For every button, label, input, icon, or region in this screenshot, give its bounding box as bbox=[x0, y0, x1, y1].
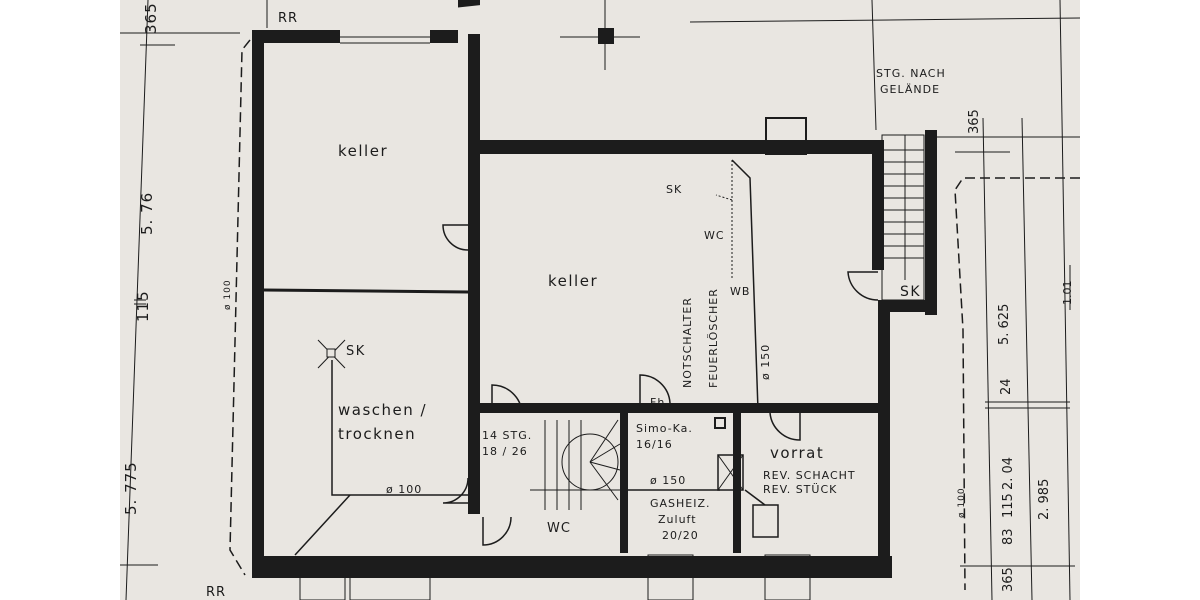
floor-plan-sheet: keller keller waschen / trocknen vorrat … bbox=[120, 0, 1080, 600]
floor-plan-drawing bbox=[120, 0, 1080, 600]
pipe-150-gas-label: ø 150 bbox=[650, 474, 687, 487]
dim-right-24: 24 bbox=[999, 378, 1014, 395]
room-label-vorrat: vorrat bbox=[770, 444, 825, 462]
room-label-waschen-line1: waschen / bbox=[338, 401, 428, 419]
dim-right-5625: 5. 625 bbox=[997, 303, 1012, 345]
dim-right-83: 83 bbox=[1001, 528, 1016, 545]
wc-fixture-label: WC bbox=[704, 229, 725, 242]
room-label-wc: WC bbox=[547, 521, 571, 536]
ext-stairs-label-line1: STG. NACH bbox=[876, 67, 946, 80]
room-label-keller-main: keller bbox=[548, 272, 599, 290]
dim-right-365-top: 365 bbox=[967, 109, 982, 134]
chimney-label-line2: 16/16 bbox=[636, 438, 673, 451]
pipe-100-right-label: ø 100 bbox=[957, 487, 967, 518]
wb-fixture-label: WB bbox=[730, 285, 751, 298]
room-label-waschen-line2: trocknen bbox=[338, 425, 417, 443]
dim-right-101: 1.01 bbox=[1061, 280, 1074, 306]
rr-top-label: RR bbox=[278, 11, 299, 26]
sk-wash-label: SK bbox=[346, 344, 366, 359]
feuerloescher-label: FEUERLÖSCHER bbox=[707, 288, 720, 388]
notschalter-label: NOTSCHALTER bbox=[681, 297, 694, 388]
ext-stairs-label-line2: GELÄNDE bbox=[880, 83, 941, 96]
dim-right-204: 2. 04 bbox=[1001, 456, 1016, 490]
int-stairs-label-line2: 18 / 26 bbox=[482, 445, 528, 458]
dim-left-365: 365 bbox=[142, 2, 160, 34]
dim-left-115: 115 bbox=[134, 290, 152, 322]
dim-right-365-bottom: 365 bbox=[1001, 567, 1016, 592]
int-stairs-label-line1: 14 STG. bbox=[482, 429, 533, 442]
vorrat-note-line1: REV. SCHACHT bbox=[763, 469, 856, 482]
sk-stair-label: SK bbox=[900, 284, 922, 300]
sk-main-label: SK bbox=[666, 183, 683, 196]
gas-label-line1: GASHEIZ. bbox=[650, 497, 711, 510]
gas-label-line3: 20/20 bbox=[662, 529, 699, 542]
dim-right-115: 115 bbox=[1001, 493, 1016, 518]
chimney-label-line1: Simo-Ka. bbox=[636, 422, 693, 435]
pipe-150-main-label: ø 150 bbox=[759, 343, 772, 380]
gas-label-line2: Zuluft bbox=[658, 513, 697, 526]
dim-right-2985: 2. 985 bbox=[1037, 478, 1052, 520]
dim-left-5775: 5. 775 bbox=[122, 461, 140, 515]
vorrat-note-line2: REV. STÜCK bbox=[763, 483, 838, 496]
rr-bottom-label: RR bbox=[206, 585, 227, 600]
dim-left-576: 5. 76 bbox=[138, 191, 156, 235]
fh-label: Fh bbox=[650, 396, 666, 409]
room-label-keller-nw: keller bbox=[338, 142, 389, 160]
pipe-100-left-label: ø 100 bbox=[223, 279, 233, 310]
pipe-100-wash-label: ø 100 bbox=[386, 483, 423, 496]
